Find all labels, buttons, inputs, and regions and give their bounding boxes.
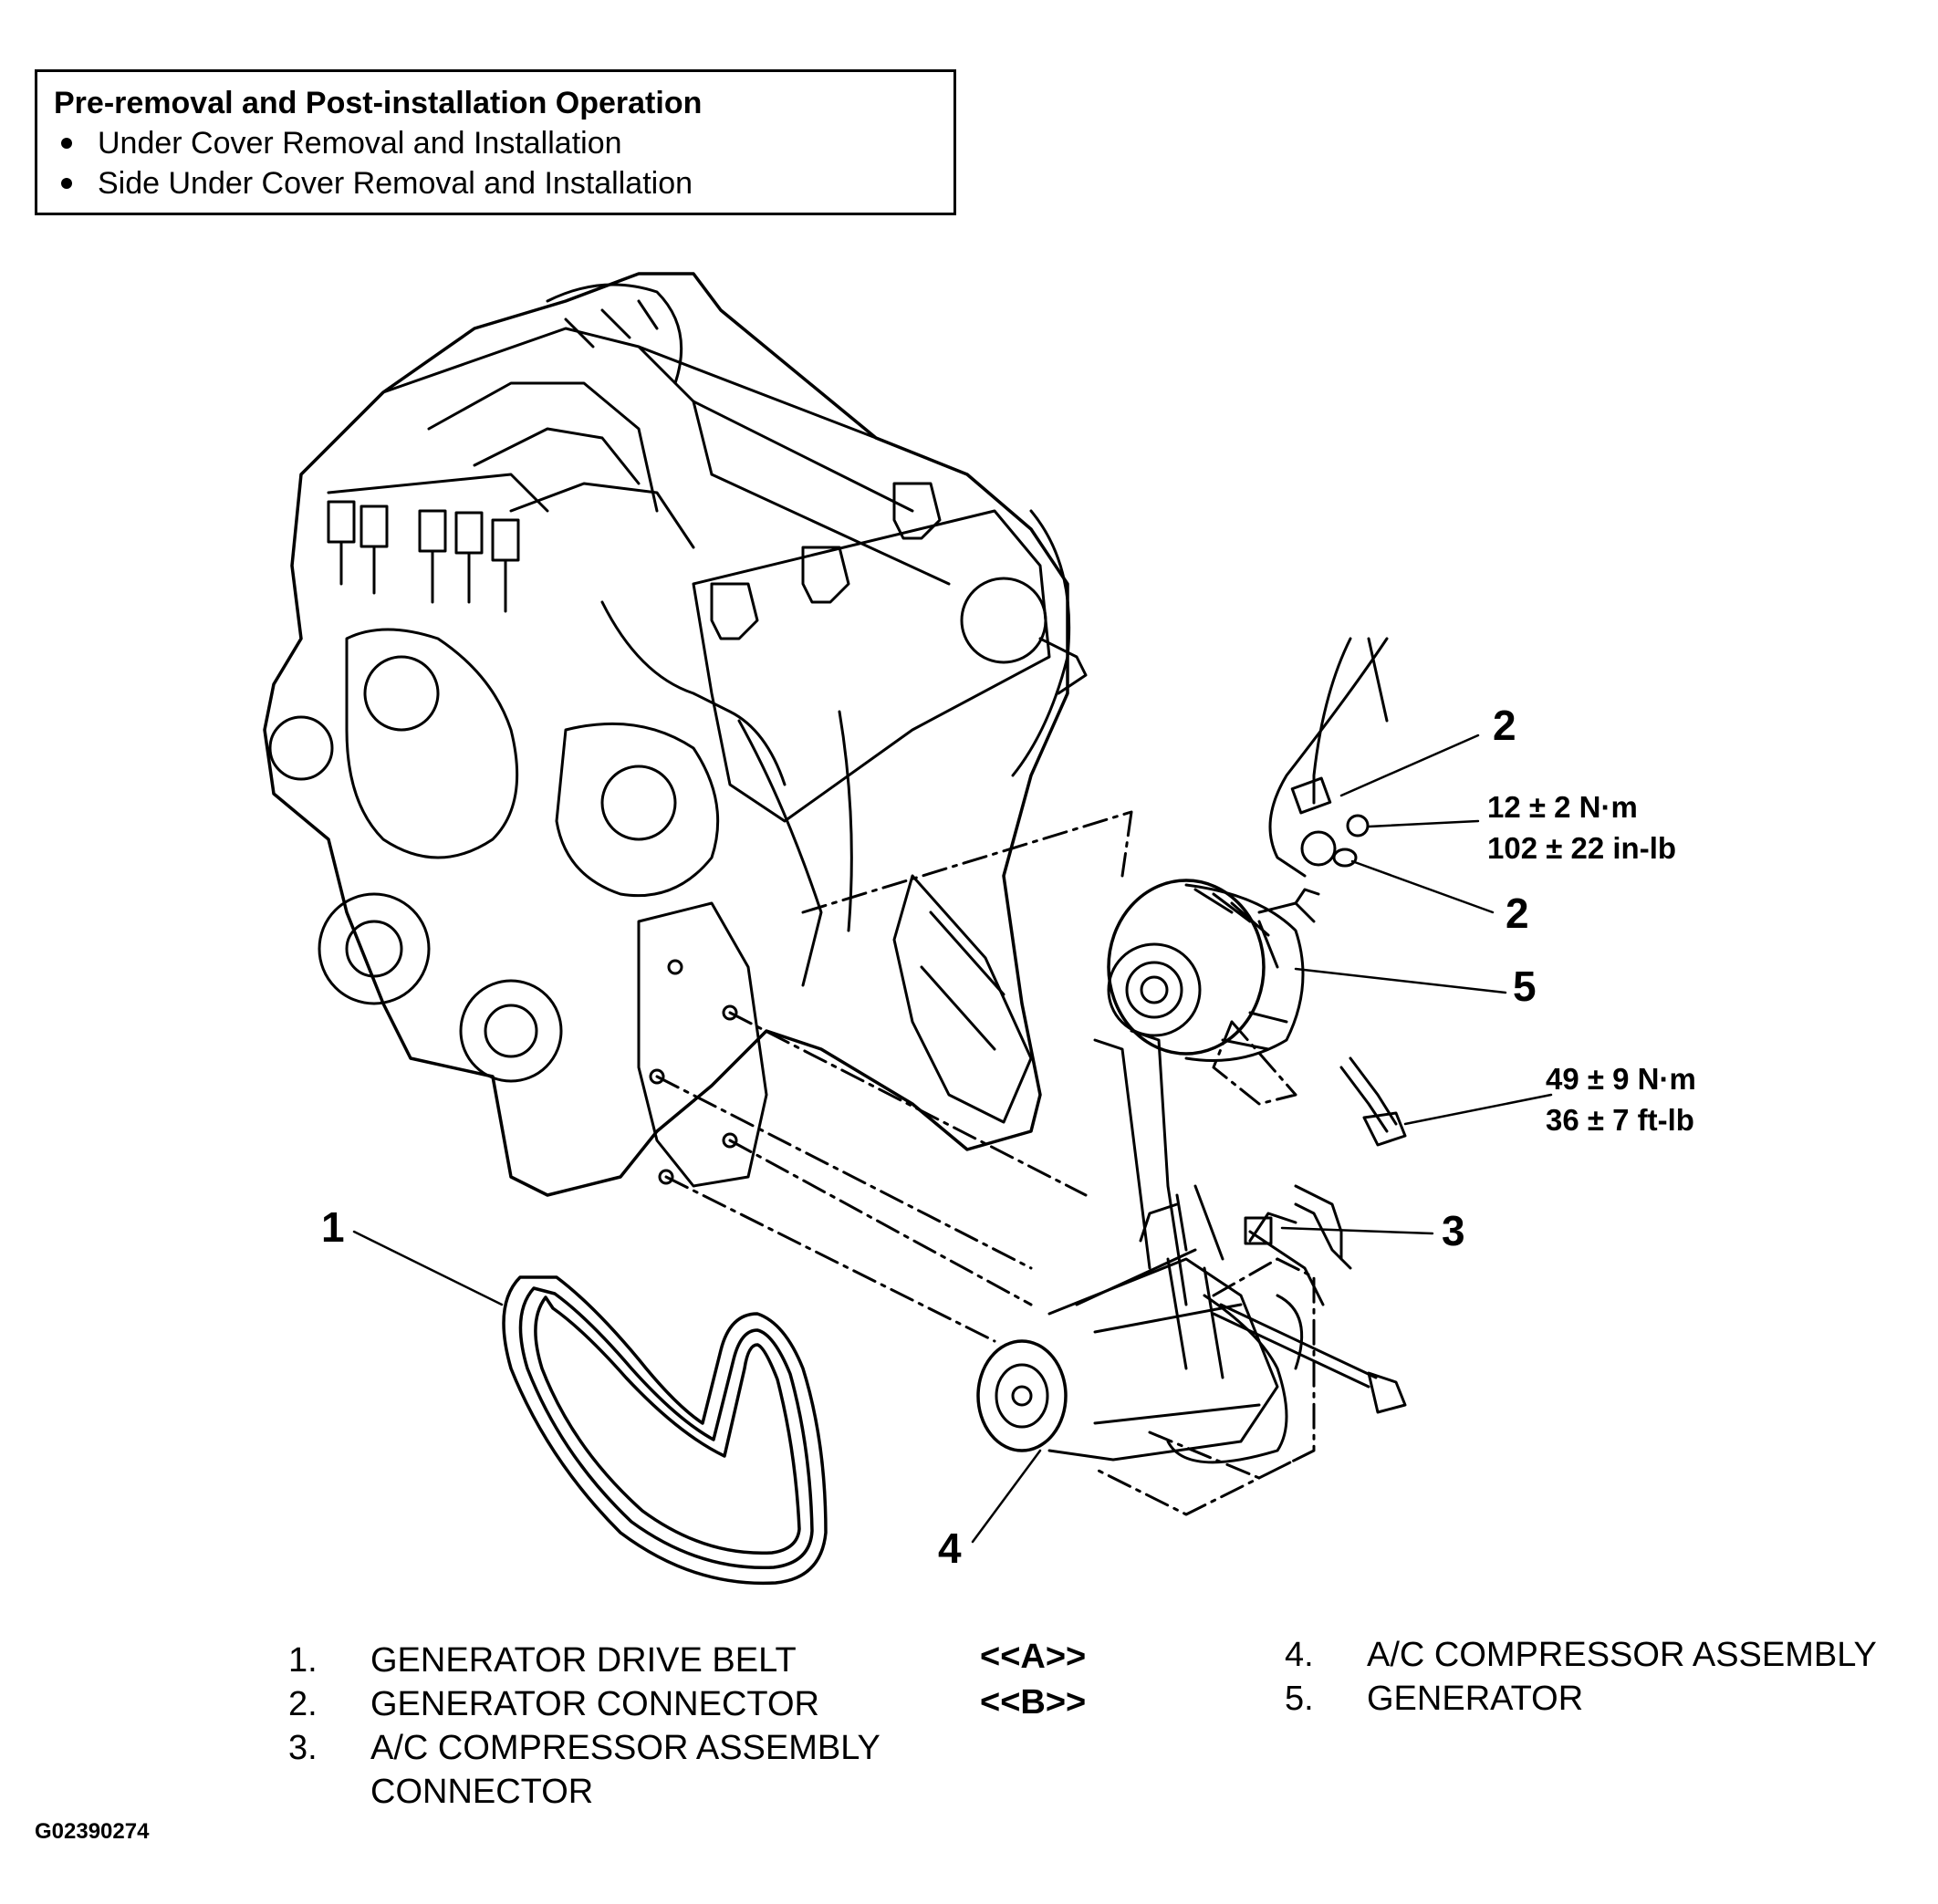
legend-number: 4. <box>1285 1636 1314 1674</box>
note-item-text: Side Under Cover Removal and Installatio… <box>98 166 693 201</box>
terminal-cap <box>1300 830 1337 867</box>
ac-compressor <box>976 1202 1279 1462</box>
torque-spec-bolt: 49 ± 9 N·m 36 ± 7 ft-lb <box>1546 1058 1696 1140</box>
torque-imperial: 102 ± 22 in-lb <box>1487 831 1677 865</box>
note-item: Under Cover Removal and Installation <box>54 123 937 163</box>
terminal-nut <box>1346 814 1370 838</box>
legend-text: A/C COMPRESSOR ASSEMBLY <box>1367 1636 1877 1674</box>
callout-2-terminal: 2 <box>1506 890 1529 937</box>
pre-removal-note-box: Pre-removal and Post-installation Operat… <box>35 69 956 215</box>
legend-item-3-cont: CONNECTOR <box>370 1770 593 1814</box>
note-title: Pre-removal and Post-installation Operat… <box>54 86 703 120</box>
legend-text: CONNECTOR <box>370 1773 594 1811</box>
legend-text: GENERATOR CONNECTOR <box>370 1685 819 1723</box>
ac-compressor-bolt <box>1212 1303 1407 1414</box>
legend-text: GENERATOR <box>1367 1680 1584 1718</box>
legend-number: 2. <box>288 1685 318 1723</box>
callout-2-connector: 2 <box>1493 702 1516 749</box>
torque-nm: 49 ± 9 N·m <box>1546 1062 1696 1096</box>
callout-5: 5 <box>1513 962 1537 1010</box>
torque-spec-terminal: 12 ± 2 N·m 102 ± 22 in-lb <box>1487 786 1676 869</box>
legend-tag-a: <<A>> <box>980 1638 1087 1676</box>
legend-text: A/C COMPRESSOR ASSEMBLY <box>370 1729 880 1767</box>
callout-1: 1 <box>321 1203 345 1251</box>
callout-4: 4 <box>938 1524 962 1572</box>
ac-compressor-connector <box>1244 1216 1273 1245</box>
generator-connector <box>1290 776 1332 815</box>
generator-drive-belt <box>502 1275 828 1586</box>
figure-id: G02390274 <box>35 1819 150 1844</box>
bullet-icon <box>61 178 72 189</box>
engine-assembly <box>263 272 1088 1197</box>
generator <box>1107 879 1320 1062</box>
note-item: Side Under Cover Removal and Installatio… <box>54 163 937 203</box>
torque-nm: 12 ± 2 N·m <box>1487 790 1638 824</box>
legend-number: 1. <box>288 1641 318 1680</box>
leader-lines <box>352 734 1553 1544</box>
legend-text: GENERATOR DRIVE BELT <box>370 1641 797 1680</box>
legend-number: 3. <box>288 1729 318 1767</box>
callout-3: 3 <box>1442 1207 1465 1254</box>
generator-bolt <box>1339 1056 1407 1147</box>
legend-number: 5. <box>1285 1680 1314 1718</box>
torque-imperial: 36 ± 7 ft-lb <box>1546 1103 1694 1137</box>
legend-tag-b: <<B>> <box>980 1683 1087 1722</box>
note-item-text: Under Cover Removal and Installation <box>98 126 622 161</box>
bullet-icon <box>61 138 72 149</box>
terminal-washer <box>1332 848 1358 868</box>
